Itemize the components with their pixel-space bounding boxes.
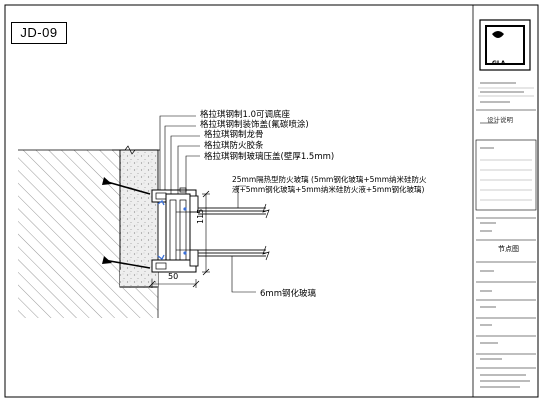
title-block — [475, 19, 537, 388]
label-fire-glass-line2: 液+5mm钢化玻璃+5mm纳米硅防火液+5mm钢化玻璃) — [232, 185, 425, 194]
company-logo — [479, 19, 531, 71]
logo-text: GLA — [492, 60, 506, 67]
label-decorative-cover: 格拉琪钢制装饰盖(氟碳喷涂) — [200, 120, 309, 130]
glass-panes — [198, 203, 270, 261]
wall-section — [18, 145, 160, 318]
dimension-lines — [148, 190, 210, 288]
label-fire-strip: 格拉琪防火胶条 — [204, 141, 264, 151]
drawing-name: 节点图 — [498, 245, 519, 253]
design-note-title: 设计说明 — [487, 116, 513, 124]
fire-seal-mark-bottom — [157, 254, 165, 260]
label-tempered-glass: 6mm钢化玻璃 — [260, 289, 316, 299]
sheet-number: JD-09 — [11, 22, 67, 44]
leader-lines — [159, 115, 256, 293]
label-steel-keel: 格拉琪钢制龙骨 — [204, 130, 264, 140]
fire-seal-mark-top — [157, 200, 165, 206]
label-fire-glass-line1: 25mm隔热型防火玻璃 (5mm钢化玻璃+5mm纳米硅防火 — [232, 175, 427, 184]
dimension-width: 50 — [168, 272, 179, 281]
anchor-bolt-top — [102, 177, 151, 195]
anchor-bolt-bottom — [102, 256, 151, 269]
label-glass-cap: 格拉琪钢制玻璃压盖(壁厚1.5mm) — [204, 152, 335, 162]
steel-frame — [151, 187, 199, 273]
sheet-border — [4, 4, 539, 398]
label-adjustable-base: 格拉琪钢制1.0可调底座 — [200, 110, 291, 120]
wall-hatch — [18, 150, 158, 318]
dimension-height: 115 — [196, 208, 205, 224]
notes-box — [475, 139, 537, 211]
